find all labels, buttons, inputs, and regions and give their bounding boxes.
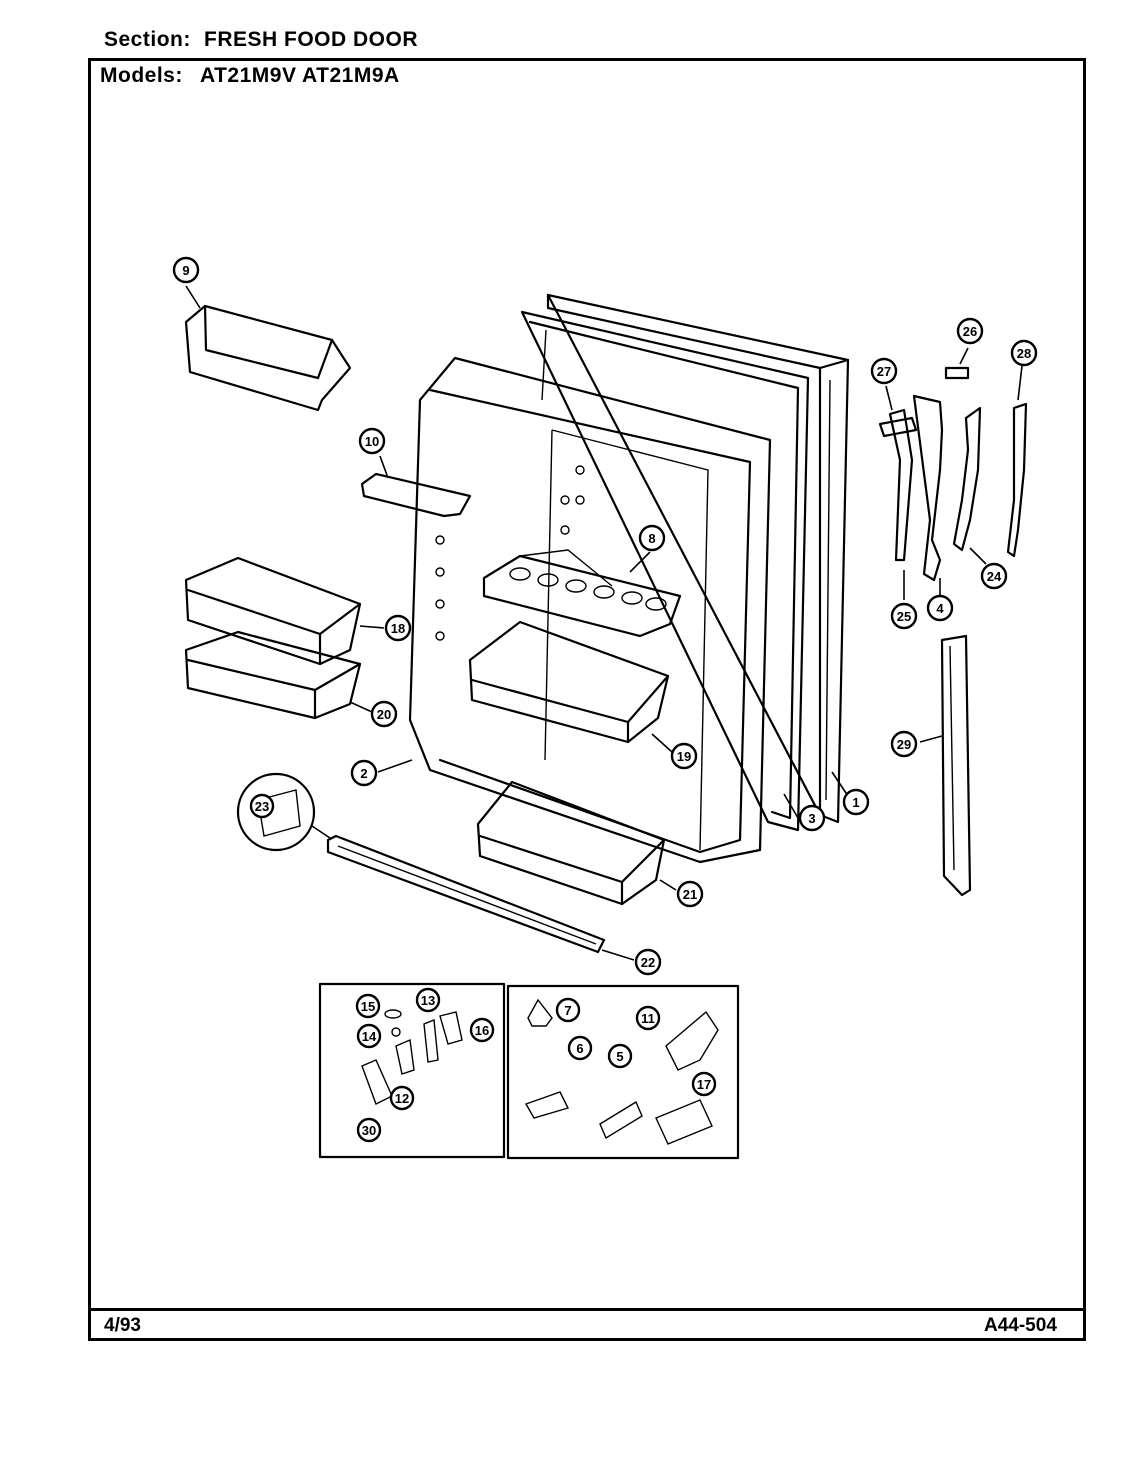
callout-19: 19 [670,742,698,770]
callout-30: 30 [356,1117,382,1143]
svg-text:20: 20 [377,707,391,722]
svg-text:17: 17 [697,1077,711,1092]
svg-text:25: 25 [897,609,911,624]
diagram-frame [88,58,1086,1341]
svg-text:30: 30 [362,1123,376,1138]
svg-text:6: 6 [576,1041,583,1056]
part-dairy-compartment [184,304,352,412]
svg-text:1: 1 [852,795,859,810]
callout-23: 23 [249,793,275,819]
callout-29: 29 [890,730,918,758]
svg-text:21: 21 [683,887,697,902]
part-door-bin-upper [184,556,362,666]
models-line: Models: AT21M9V AT21M9A [100,64,400,88]
svg-text:2: 2 [360,766,367,781]
document-number: A44-504 [984,1315,1057,1336]
part-door-gasket [520,310,810,832]
svg-text:23: 23 [255,799,269,814]
svg-text:16: 16 [475,1023,489,1038]
callout-13: 13 [415,987,441,1013]
svg-text:24: 24 [987,569,1002,584]
svg-text:4: 4 [936,601,944,616]
callout-11: 11 [635,1005,661,1031]
svg-text:19: 19 [677,749,691,764]
section-value: FRESH FOOD DOOR [204,28,419,51]
svg-text:29: 29 [897,737,911,752]
part-door-bin-center [468,620,670,744]
callout-16: 16 [469,1017,495,1043]
callout-22: 22 [634,948,662,976]
callout-7: 7 [555,997,581,1023]
callout-10: 10 [358,427,386,455]
revision-date: 4/93 [104,1315,141,1336]
leader-lines [185,285,1023,961]
svg-text:22: 22 [641,955,655,970]
callout-12: 12 [389,1085,415,1111]
section-label: Section: [104,28,191,51]
callout-9: 9 [172,256,200,284]
callout-4: 4 [926,594,954,622]
callout-17: 17 [691,1071,717,1097]
callout-3: 3 [798,804,826,832]
callout-15: 15 [355,993,381,1019]
part-bottom-trim-bar [326,834,606,954]
svg-text:14: 14 [362,1029,377,1044]
svg-text:7: 7 [564,1003,571,1018]
models-label: Models: [100,64,183,87]
section-line: Section: FRESH FOOD DOOR [104,28,418,52]
part-small-tray [360,472,472,518]
footer-divider [90,1308,1085,1311]
svg-text:8: 8 [648,531,655,546]
svg-text:28: 28 [1017,346,1031,361]
svg-text:10: 10 [365,434,379,449]
part-egg-tray [482,549,682,638]
svg-text:27: 27 [877,364,891,379]
svg-text:5: 5 [616,1049,623,1064]
part-door-liner [408,356,772,864]
svg-text:13: 13 [421,993,435,1008]
callout-24: 24 [980,562,1008,590]
svg-text:11: 11 [641,1011,655,1026]
models-value: AT21M9V AT21M9A [200,64,400,87]
part-hinge-group [878,366,1028,582]
callouts: 9 10 8 18 20 19 2 1 3 23 21 22 26 28 27 … [172,256,1038,1143]
callout-14: 14 [356,1023,382,1049]
svg-text:9: 9 [182,263,189,278]
callout-6: 6 [567,1035,593,1061]
part-detail-bubble [236,772,331,852]
callout-26: 26 [956,317,984,345]
parts-inset-box-right [506,984,740,1160]
callout-18: 18 [384,614,412,642]
callout-8: 8 [638,524,666,552]
svg-text:3: 3 [808,811,815,826]
svg-text:18: 18 [391,621,405,636]
part-outer-door-panel [546,293,850,824]
svg-text:26: 26 [963,324,977,339]
callout-21: 21 [676,880,704,908]
part-door-bin-bottom [476,780,666,906]
svg-text:15: 15 [361,999,375,1014]
part-door-bin-lower [184,630,362,720]
part-side-trim [940,634,972,897]
callout-20: 20 [370,700,398,728]
svg-text:12: 12 [395,1091,409,1106]
callout-1: 1 [842,788,870,816]
callout-28: 28 [1010,339,1038,367]
callout-27: 27 [870,357,898,385]
callout-5: 5 [607,1043,633,1069]
parts-inset-box-left [318,982,506,1159]
callout-25: 25 [890,602,918,630]
callout-2: 2 [350,759,378,787]
